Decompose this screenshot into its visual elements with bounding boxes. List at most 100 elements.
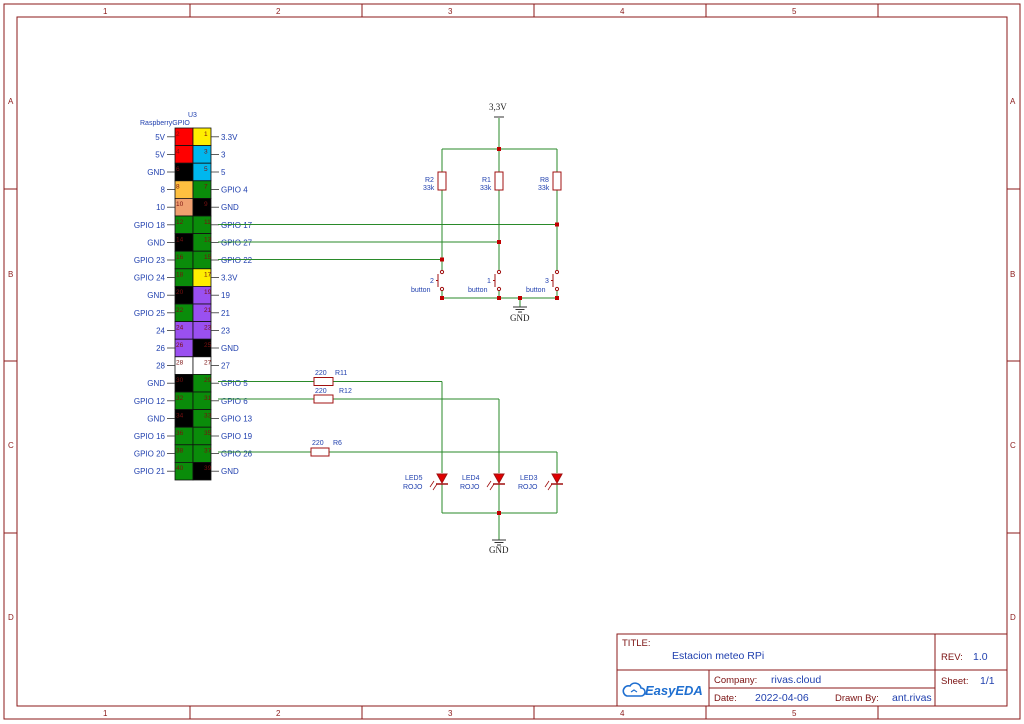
gpio-pin-label: 3	[221, 150, 226, 159]
drawn-by-value: ant.rivas	[892, 692, 932, 704]
button-pin: 1	[487, 278, 491, 285]
gpio-pin-number: 17	[204, 272, 212, 279]
gpio-pin-label: 5	[221, 168, 226, 177]
button-label: button	[411, 287, 431, 294]
led-ref: LED4	[462, 475, 480, 482]
gpio-pin-number: 2	[176, 131, 180, 138]
frame-row-label: D	[8, 613, 14, 622]
gpio-pin-number: 11	[204, 219, 211, 226]
wires	[218, 118, 558, 540]
gpio-pin-label: GPIO 13	[221, 414, 253, 423]
gpio-pin-label: GPIO 26	[221, 450, 253, 459]
button-label: button	[526, 287, 546, 294]
gpio-pin-number: 4	[176, 148, 180, 155]
gpio-pin-cell	[192, 180, 212, 199]
gpio-pin-label: 8	[161, 186, 166, 195]
gpio-pin-number: 16	[176, 254, 184, 261]
push-button	[551, 269, 560, 292]
gpio-pin-label: 28	[156, 362, 165, 371]
gpio-pin-number: 32	[176, 395, 184, 402]
button-pin: 2	[430, 278, 434, 285]
leds: LED5 ROJO LED4 ROJO LED3 ROJO	[403, 473, 563, 491]
gpio-pin-number: 40	[176, 465, 184, 472]
pullup-ref: R1	[482, 177, 491, 184]
sheet-key: Sheet:	[941, 676, 968, 687]
gnd-label-bottom: GND	[489, 545, 509, 555]
led-symbol	[429, 473, 448, 491]
gpio-pin-label: GPIO 16	[134, 432, 166, 441]
frame-row-label: B	[1010, 270, 1015, 279]
frame-column-label: 3	[448, 709, 453, 718]
gpio-pin-label: GPIO 22	[221, 256, 253, 265]
sheet-frame	[3, 3, 1021, 720]
gpio-pin-number: 8	[176, 184, 180, 191]
company-key: Company:	[714, 675, 757, 686]
gpio-pin-label: GPIO 23	[134, 256, 166, 265]
led-value: ROJO	[518, 484, 538, 491]
gpio-pin-number: 33	[204, 412, 212, 419]
company-value: rivas.cloud	[771, 674, 821, 686]
gpio-pin-label: GND	[147, 414, 165, 423]
gpio-pin-number: 12	[176, 219, 184, 226]
frame-column-label: 2	[276, 709, 281, 718]
gpio-pin-number: 34	[176, 412, 184, 419]
date-key: Date:	[714, 693, 737, 704]
gpio-pin-number: 14	[176, 236, 184, 243]
gpio-pin-label: GPIO 4	[221, 186, 248, 195]
led-resistor-value: 220	[315, 388, 327, 395]
gpio-pin-number: 28	[176, 360, 184, 367]
led-symbol	[544, 473, 563, 491]
pullup-value: 33k	[538, 185, 550, 192]
gpio-pin-number: 23	[204, 324, 212, 331]
gpio-pin-label: GPIO 21	[134, 467, 166, 476]
frame-row-label: D	[1010, 613, 1016, 622]
gpio-pin-label: GND	[147, 238, 165, 247]
gnd-symbol-top	[513, 306, 527, 313]
push-button	[436, 269, 445, 292]
gpio-pin-label: 3.3V	[221, 133, 238, 142]
gpio-pin-number: 38	[176, 448, 184, 455]
frame-column-label: 3	[448, 7, 453, 16]
gpio-pin-number: 25	[204, 342, 212, 349]
gpio-pin-label: GND	[147, 379, 165, 388]
gpio-pin-number: 37	[204, 448, 212, 455]
gpio-pin-number: 24	[176, 324, 184, 331]
gpio-pin-number: 39	[204, 465, 212, 472]
led-resistors: 220 R11 220 R12 220 R6	[310, 370, 352, 457]
gpio-pin-label: GPIO 5	[221, 379, 248, 388]
frame-column-label: 1	[103, 709, 108, 718]
gpio-pin-label: 27	[221, 362, 230, 371]
led-resistor-value: 220	[312, 440, 324, 447]
pullup-value: 33k	[423, 185, 435, 192]
pullup-ref: R8	[540, 177, 549, 184]
gpio-pin-number: 27	[204, 360, 212, 367]
led-value: ROJO	[403, 484, 423, 491]
cloud-logo-icon	[622, 682, 646, 697]
gpio-pin-label: 24	[156, 326, 165, 335]
gpio-pin-number: 5	[204, 166, 208, 173]
title-block: TITLE: Estacion meteo RPi REV: 1.0 Compa…	[616, 633, 1008, 707]
gpio-pin-number: 9	[204, 201, 208, 208]
gpio-pin-label: GPIO 20	[134, 450, 166, 459]
gpio-pin-label: GND	[221, 203, 239, 212]
gpio-pin-label: GND	[147, 168, 165, 177]
gpio-pin-number: 3	[204, 148, 208, 155]
gpio-pin-cell	[192, 162, 212, 182]
button-pin: 3	[545, 278, 549, 285]
push-buttons: 2 button 1 button 3 button	[411, 269, 560, 294]
gpio-pin-cell	[192, 145, 212, 164]
gpio-pin-label: 23	[221, 326, 230, 335]
rev-key: REV:	[941, 652, 963, 663]
frame-column-label: 1	[103, 7, 108, 16]
gpio-pin-number: 22	[176, 307, 184, 314]
gpio-pin-label: 19	[221, 291, 230, 300]
gpio-pin-label: GND	[221, 344, 239, 353]
rev-value: 1.0	[973, 651, 988, 663]
vcc-symbol: 3,3V	[489, 102, 507, 118]
easyeda-logo: EasyEDA	[645, 683, 703, 698]
frame-row-label: C	[8, 441, 14, 450]
push-button	[493, 269, 502, 292]
gpio-pin-number: 15	[204, 254, 212, 261]
